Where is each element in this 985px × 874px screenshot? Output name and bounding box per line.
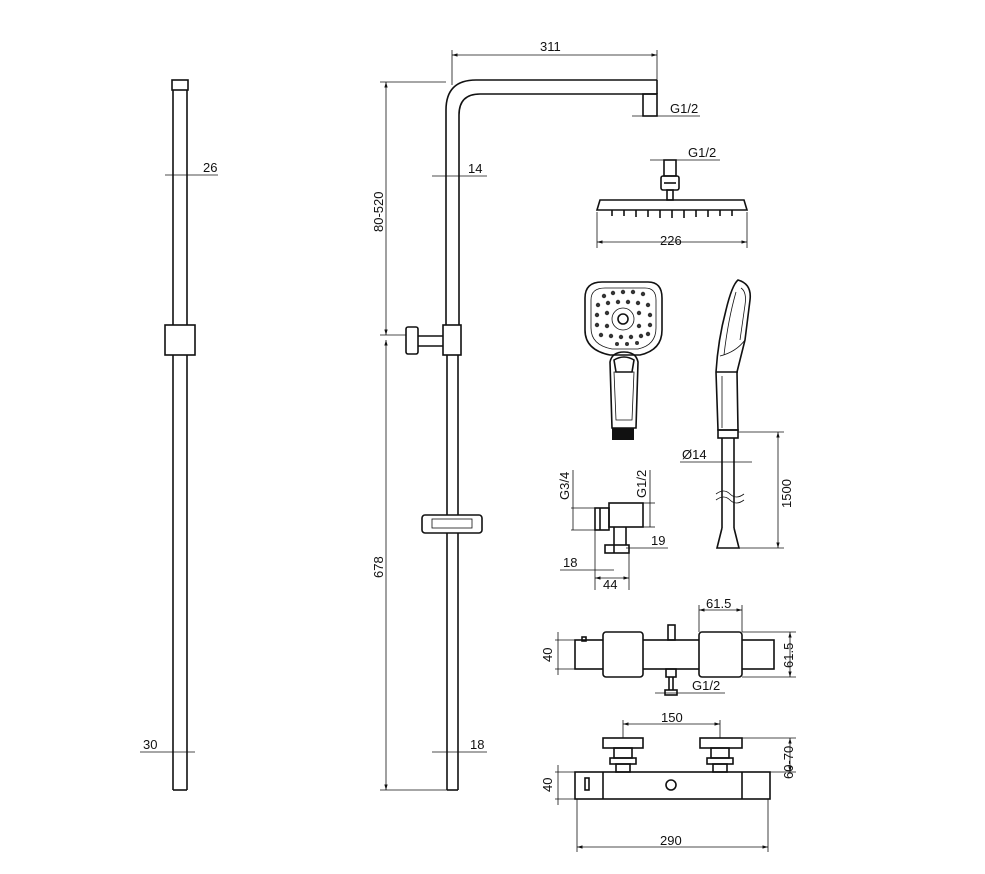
dim-pipe-base: 18 (470, 737, 484, 752)
dim-hose-dia: Ø14 (682, 447, 707, 462)
mixer-body-front (574, 771, 771, 800)
dim-mixer-height-left: 40 (540, 648, 555, 662)
dim-pipe-height: 678 (371, 556, 386, 578)
dim-mixer-knob-width: 61.5 (706, 596, 731, 611)
dim-mixer-depth-right: 61.5 (781, 643, 796, 668)
dim-height-adjust: 80-520 (371, 192, 386, 232)
dim-elbow-offset: 18 (563, 555, 577, 570)
mixer-outlet-front (665, 779, 677, 791)
mixer-knob-right (698, 631, 743, 678)
dim-mixer-outlet: G1/2 (692, 678, 720, 693)
dim-hose-length: 1500 (779, 479, 794, 508)
dim-elbow-inlet: G3/4 (557, 472, 572, 500)
hand-shower-front (584, 281, 663, 440)
dim-elbow-outlet: G1/2 (634, 470, 649, 498)
hose-nut-top (717, 429, 739, 439)
dim-head-thread: G1/2 (688, 145, 716, 160)
dim-arm-length: 311 (540, 39, 561, 54)
dim-rail-width: 26 (203, 160, 217, 175)
hand-shower-nut (612, 428, 634, 440)
hand-shower-side: Ø14 1500 (680, 279, 794, 549)
dim-mixer-wall-offset: 60-70 (781, 746, 796, 779)
right-eccentric (699, 737, 743, 749)
dim-mixer-centers: 150 (661, 710, 683, 725)
dim-pipe-dia: 14 (468, 161, 482, 176)
dim-mixer-length: 290 (660, 833, 682, 848)
mixer-knob-left (602, 631, 644, 678)
rail-top-cap (171, 79, 189, 91)
head-shower: G1/2 226 (595, 145, 749, 248)
mixer-top-outlet (667, 624, 676, 641)
head-body (595, 199, 749, 211)
arm-outlet (642, 93, 658, 117)
mixer-top-view: 61.5 40 61.5 G1/2 (540, 596, 796, 696)
rail-bracket (164, 324, 196, 356)
mixer-front-view: 150 60-70 40 290 (540, 710, 796, 852)
column-connector (442, 324, 462, 356)
slider (421, 514, 483, 534)
left-eccentric (602, 737, 644, 749)
shower-column: 311 G1/2 14 80-520 678 18 (371, 39, 700, 791)
wall-bracket (405, 326, 419, 355)
dim-head-width: 226 (660, 233, 682, 248)
dim-mixer-height-bottom: 40 (540, 778, 555, 792)
dim-elbow-width: 44 (603, 577, 617, 592)
dim-arm-thread: G1/2 (670, 101, 698, 116)
dim-rail-base: 30 (143, 737, 157, 752)
dim-elbow-depth: 19 (651, 533, 665, 548)
elbow-fitting: G3/4 G1/2 19 18 44 (557, 470, 668, 592)
slide-rail: 26 30 (140, 79, 218, 791)
